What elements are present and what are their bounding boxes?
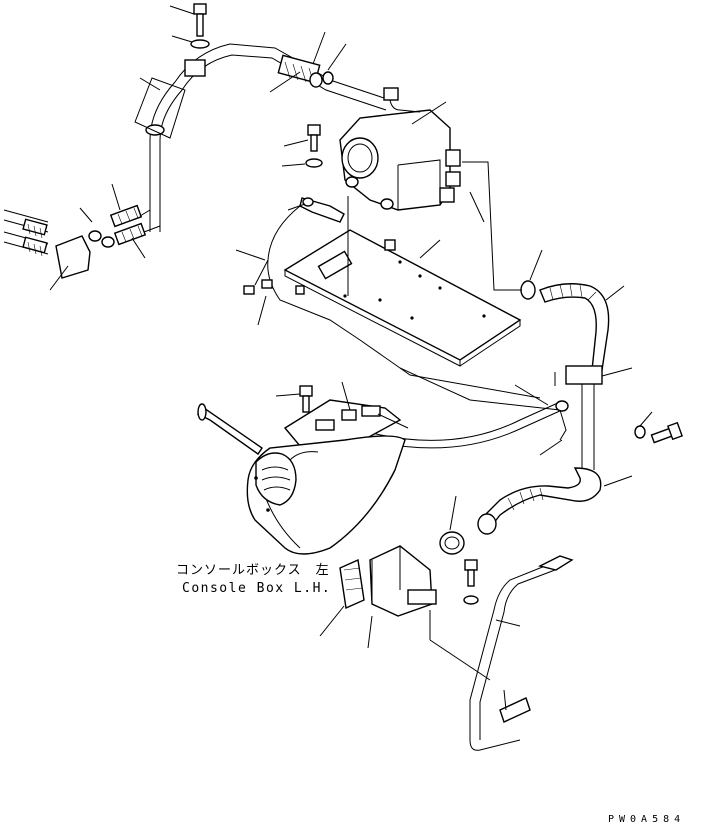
mounting-plate (283, 196, 522, 367)
pipe-ends-left (3, 183, 161, 291)
duct-outlet (319, 545, 437, 649)
heater-unit (339, 87, 461, 211)
drawing-code: PW0A584 (608, 814, 685, 825)
bolt-center (281, 124, 323, 168)
harness-clip (287, 197, 345, 223)
bolt-bottom (429, 559, 491, 681)
heater-pipe-lower (477, 384, 633, 535)
heater-pipe-upper (134, 43, 391, 232)
bolt-right (634, 411, 683, 444)
support-bracket (469, 555, 574, 751)
bolt-top-left (169, 3, 210, 49)
caption-jp: コンソールボックス 左 (176, 563, 330, 578)
wire-harness (235, 205, 569, 456)
caption-en: Console Box L.H. (182, 581, 331, 596)
hose-clamp-lower (439, 495, 465, 555)
heater-hose-right (462, 161, 633, 386)
hose-clips-top (269, 31, 347, 93)
console-box-lh (196, 403, 406, 555)
